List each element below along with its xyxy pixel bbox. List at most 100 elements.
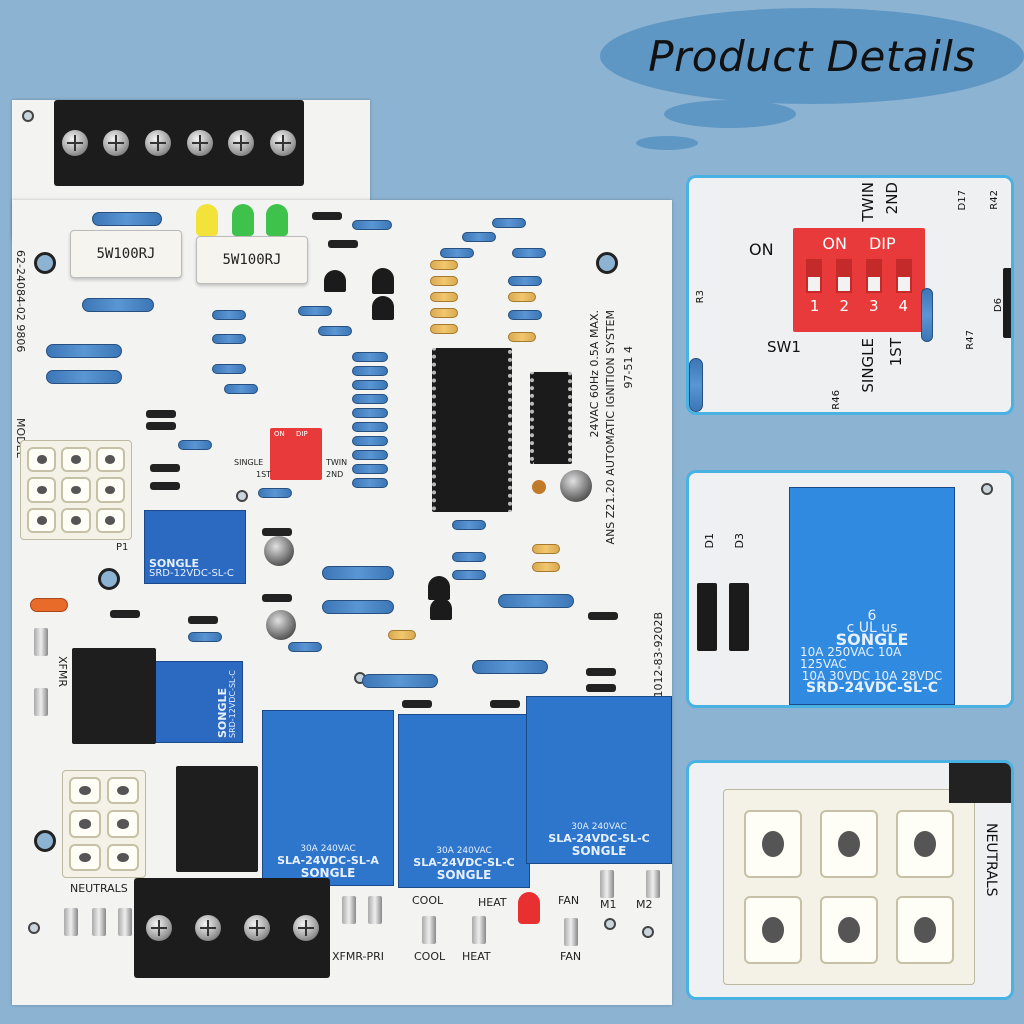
relay-sla-24vdc-c-2: 30A 240VAC SLA-24VDC-SL-C SONGLE bbox=[526, 696, 672, 864]
relay-rating: 30A 240VAC bbox=[436, 846, 492, 856]
connector-pin bbox=[95, 447, 125, 473]
screw-hole bbox=[642, 926, 654, 938]
diode bbox=[146, 422, 176, 430]
resistor bbox=[452, 552, 486, 562]
dip-number-4: 4 bbox=[898, 297, 909, 315]
diode bbox=[146, 410, 176, 418]
spade-terminal bbox=[422, 916, 436, 944]
red-led bbox=[518, 892, 540, 924]
black-relay bbox=[176, 766, 258, 872]
relay-brand: SONGLE bbox=[216, 687, 229, 738]
ceramic-capacitor bbox=[532, 544, 560, 554]
yellow-led bbox=[196, 204, 218, 236]
neutrals-label: NEUTRALS bbox=[70, 882, 128, 895]
connector-pin bbox=[744, 810, 802, 878]
dip-toggle-4[interactable] bbox=[896, 259, 912, 293]
relay-srd-24vdc: 6 c UL us SONGLE 10A 250VAC 10A 125VAC 1… bbox=[789, 487, 955, 705]
resistor bbox=[508, 310, 542, 320]
xfmr-label: XFMR bbox=[56, 656, 69, 687]
heat-label-bottom: HEAT bbox=[462, 950, 491, 963]
top-terminal-block bbox=[54, 100, 304, 186]
diode bbox=[586, 684, 616, 692]
diode-d1 bbox=[697, 583, 717, 651]
screw-icon bbox=[145, 130, 172, 156]
ceramic-capacitor bbox=[430, 308, 458, 318]
spade-terminal bbox=[600, 870, 614, 898]
resistor bbox=[352, 220, 392, 230]
resistor bbox=[258, 488, 292, 498]
screw-icon bbox=[145, 915, 172, 941]
control-board-photo: 62-24084-02 9806 MODEL ANS Z21.20 AUTOMA… bbox=[12, 100, 672, 1005]
resistor bbox=[452, 570, 486, 580]
part-code: 97-51 4 bbox=[622, 346, 635, 389]
connector-pin bbox=[69, 777, 101, 805]
single-label: SINGLE bbox=[859, 338, 877, 393]
r47-label: R47 bbox=[965, 330, 976, 350]
connector-pin bbox=[61, 447, 91, 473]
small-capacitor bbox=[532, 480, 546, 494]
connector-pin bbox=[69, 810, 101, 838]
resistor bbox=[352, 422, 388, 432]
dip-toggle-3[interactable] bbox=[866, 259, 882, 293]
resistor bbox=[452, 520, 486, 530]
ceramic-capacitor bbox=[388, 630, 416, 640]
orange-capacitor bbox=[30, 598, 68, 612]
decorative-bubble-large bbox=[664, 100, 796, 128]
connector-pin bbox=[107, 843, 139, 871]
screw-icon bbox=[270, 130, 297, 156]
spade-terminal bbox=[92, 908, 106, 936]
dip-toggle-2[interactable] bbox=[836, 259, 852, 293]
dip-toggle-1[interactable] bbox=[806, 259, 822, 293]
connector-pin bbox=[820, 810, 878, 878]
spec-line-2: 24VAC 60Hz 0.5A MAX. bbox=[588, 310, 601, 438]
relay-model: SRD-12VDC-SL-C bbox=[228, 670, 237, 738]
diode-body bbox=[1003, 268, 1011, 338]
resistor bbox=[362, 674, 438, 688]
relay-model: SLA-24VDC-SL-A bbox=[277, 854, 379, 867]
resistor bbox=[46, 370, 122, 384]
connector-pin bbox=[896, 810, 954, 878]
relay-srd-12vdc-2: SONGLE SRD-12VDC-SL-C bbox=[147, 661, 243, 743]
fan-label-top: FAN bbox=[558, 894, 580, 907]
connector-pin bbox=[744, 896, 802, 964]
connector-closeup: NEUTRALS bbox=[686, 760, 1014, 1000]
diode bbox=[588, 612, 618, 620]
resistor bbox=[318, 326, 352, 336]
resistor bbox=[352, 352, 388, 362]
p1-9-pin-connector bbox=[20, 440, 132, 540]
resistor bbox=[472, 660, 548, 674]
p1-label: P1 bbox=[116, 542, 129, 553]
spade-terminal bbox=[342, 896, 356, 924]
resistor bbox=[508, 276, 542, 286]
relay-rating: 30A 240VAC bbox=[571, 822, 627, 832]
transistor bbox=[372, 268, 394, 294]
relay-brand: SONGLE bbox=[149, 557, 200, 570]
diode bbox=[586, 668, 616, 676]
spade-terminal bbox=[646, 870, 660, 898]
dip-on-label: ON bbox=[274, 430, 285, 438]
ceramic-capacitor bbox=[430, 276, 458, 286]
neutrals-side-label: NEUTRALS bbox=[983, 823, 999, 897]
connector-pin bbox=[69, 843, 101, 871]
relay-brand: SONGLE bbox=[436, 868, 492, 882]
dip-1st-label: 1ST bbox=[256, 470, 272, 479]
dip-on-text: ON bbox=[822, 234, 847, 253]
spade-terminal bbox=[64, 908, 78, 936]
spade-terminal bbox=[34, 628, 48, 656]
mount-hole bbox=[34, 252, 56, 274]
resistor bbox=[352, 408, 388, 418]
connector-pin bbox=[27, 507, 57, 533]
sw1-label: SW1 bbox=[767, 338, 801, 356]
resistor bbox=[178, 440, 212, 450]
diode bbox=[402, 700, 432, 708]
spade-terminal bbox=[34, 688, 48, 716]
resistor bbox=[689, 358, 703, 412]
dip-number-2: 2 bbox=[839, 297, 849, 315]
dip-switch-closeup: ON ON DIP 1 2 3 4 SW1 SINGLE 1ST TWIN 2N… bbox=[686, 175, 1014, 415]
screw-hole bbox=[28, 922, 40, 934]
resistor bbox=[212, 364, 246, 374]
r46-label: R46 bbox=[831, 390, 842, 410]
inset-on-label: ON bbox=[749, 240, 774, 259]
relay-model: SLA-24VDC-SL-C bbox=[548, 832, 650, 845]
connector-pin bbox=[27, 477, 57, 503]
